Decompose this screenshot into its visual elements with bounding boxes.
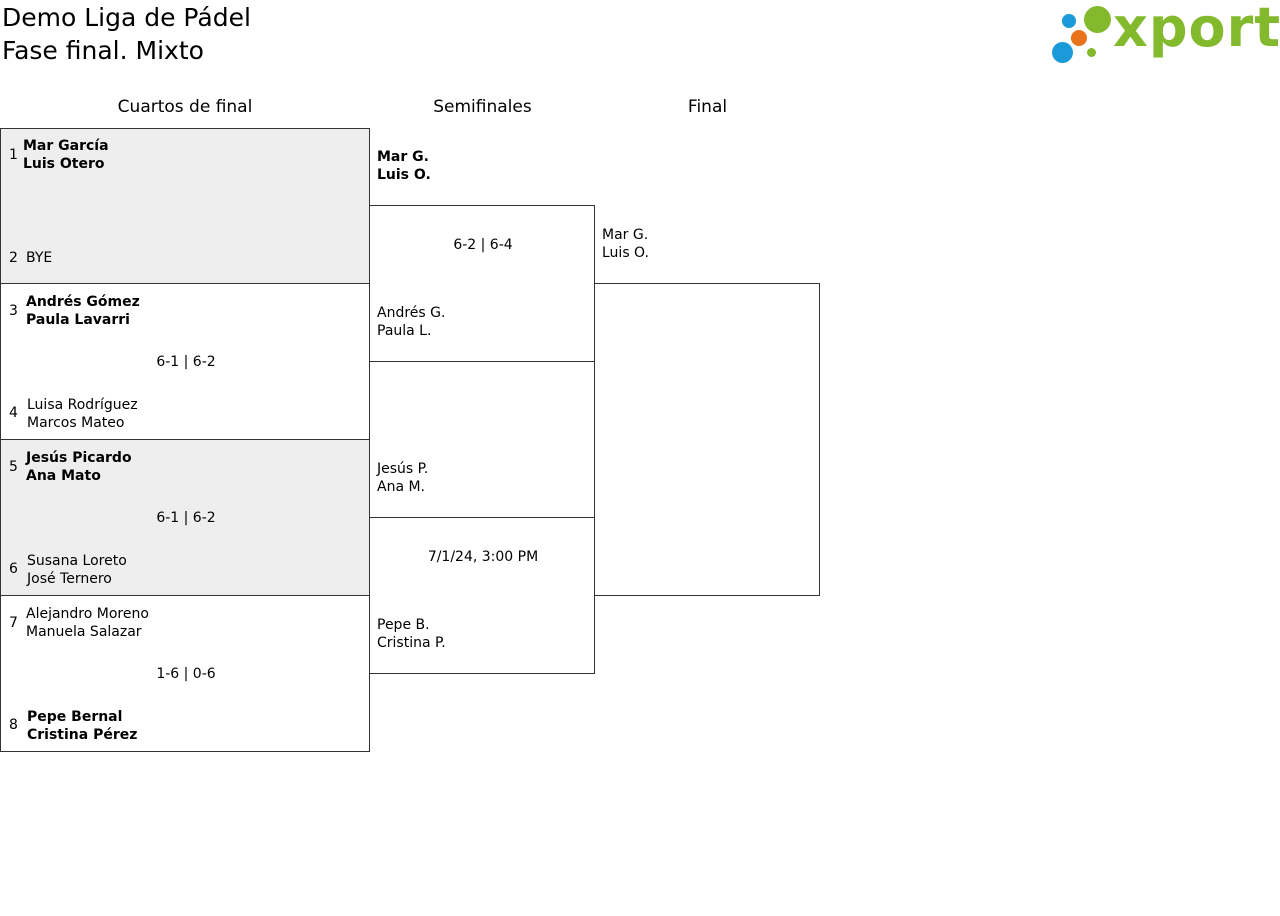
player-name: Jesús P.: [377, 461, 429, 477]
logo-dot-green-small: [1087, 48, 1096, 57]
player-name: Pepe B.: [377, 617, 430, 633]
logo-dot-blue-small: [1062, 14, 1076, 28]
seed-number: 4: [9, 405, 18, 421]
round-header-final: Final: [687, 97, 728, 117]
seed-number: 5: [9, 459, 18, 475]
quarterfinal-match-2: 3 Andrés Gómez Paula Lavarri 6-1 | 6-2 4…: [0, 283, 370, 440]
player-name: Susana Loreto: [27, 553, 127, 569]
player-name: Mar G.: [377, 149, 429, 165]
team-top: Mar García Luis Otero: [23, 137, 109, 173]
match-score: 6-1 | 6-2: [156, 510, 216, 526]
semifinal-1-team-top: Mar G. Luis O.: [377, 148, 431, 184]
xporty-logo: xporty: [1050, 0, 1280, 68]
player-name: Pepe Bernal: [27, 709, 123, 725]
player-name: Cristina P.: [377, 635, 446, 651]
logo-wordmark: xporty: [1113, 0, 1280, 59]
seed-number: 1: [9, 147, 18, 163]
player-name: Ana Mato: [26, 468, 101, 484]
quarterfinal-match-1: 1 Mar García Luis Otero 2 BYE: [0, 128, 370, 284]
semifinal-1-team-bottom: Andrés G. Paula L.: [377, 304, 445, 340]
round-header-quarterfinals: Cuartos de final: [117, 97, 253, 117]
player-name: Paula L.: [377, 323, 432, 339]
player-name: José Ternero: [27, 571, 112, 587]
seed-number: 8: [9, 717, 18, 733]
match-datetime: 7/1/24, 3:00 PM: [427, 549, 539, 565]
seed-number: 2: [9, 250, 18, 266]
final-match: [594, 283, 820, 596]
quarterfinal-match-4: 7 Alejandro Moreno Manuela Salazar 1-6 |…: [0, 595, 370, 752]
player-name: BYE: [26, 250, 53, 266]
match-score: 6-1 | 6-2: [156, 354, 216, 370]
player-name: Marcos Mateo: [27, 415, 125, 431]
player-name: Mar García: [23, 138, 109, 154]
page-title: Demo Liga de Pádel: [2, 3, 251, 32]
page-subtitle: Fase final. Mixto: [2, 36, 204, 65]
player-name: Cristina Pérez: [27, 727, 138, 743]
team-top: Alejandro Moreno Manuela Salazar: [26, 605, 149, 641]
player-name: Luis O.: [377, 167, 431, 183]
logo-dot-blue-large: [1052, 42, 1073, 63]
seed-number: 7: [9, 615, 18, 631]
semifinal-match-1: 6-2 | 6-4 Andrés G. Paula L.: [369, 205, 595, 362]
player-name: Luisa Rodríguez: [27, 397, 138, 413]
match-score: 1-6 | 0-6: [156, 666, 216, 682]
team-top: Andrés Gómez Paula Lavarri: [26, 293, 140, 329]
player-name: Andrés G.: [377, 305, 446, 321]
round-header-semifinals: Semifinales: [433, 97, 532, 117]
team-bottom: Pepe Bernal Cristina Pérez: [27, 708, 137, 744]
seed-number: 6: [9, 561, 18, 577]
semifinal-match-2: 7/1/24, 3:00 PM Pepe B. Cristina P.: [369, 517, 595, 674]
team-bottom: BYE: [26, 249, 52, 267]
player-name: Manuela Salazar: [26, 624, 142, 640]
team-bottom: Luisa Rodríguez Marcos Mateo: [27, 396, 138, 432]
team-bottom: Susana Loreto José Ternero: [27, 552, 127, 588]
player-name: Luis Otero: [23, 156, 105, 172]
player-name: Paula Lavarri: [26, 312, 130, 328]
player-name: Alejandro Moreno: [26, 606, 149, 622]
match-score: 6-2 | 6-4: [453, 237, 513, 253]
player-name: Jesús Picardo: [26, 450, 132, 466]
player-name: Ana M.: [377, 479, 426, 495]
player-name: Luis O.: [602, 245, 649, 261]
final-team-top: Mar G. Luis O.: [602, 226, 649, 262]
player-name: Andrés Gómez: [26, 294, 140, 310]
logo-dot-orange: [1071, 30, 1087, 46]
logo-dot-green: [1084, 6, 1111, 33]
seed-number: 3: [9, 303, 18, 319]
semifinal-2-team-bottom: Pepe B. Cristina P.: [377, 616, 446, 652]
player-name: Mar G.: [602, 227, 649, 243]
quarterfinal-match-3: 5 Jesús Picardo Ana Mato 6-1 | 6-2 6 Sus…: [0, 439, 370, 596]
team-top: Jesús Picardo Ana Mato: [26, 449, 132, 485]
semifinal-2-team-top: Jesús P. Ana M.: [377, 460, 428, 496]
